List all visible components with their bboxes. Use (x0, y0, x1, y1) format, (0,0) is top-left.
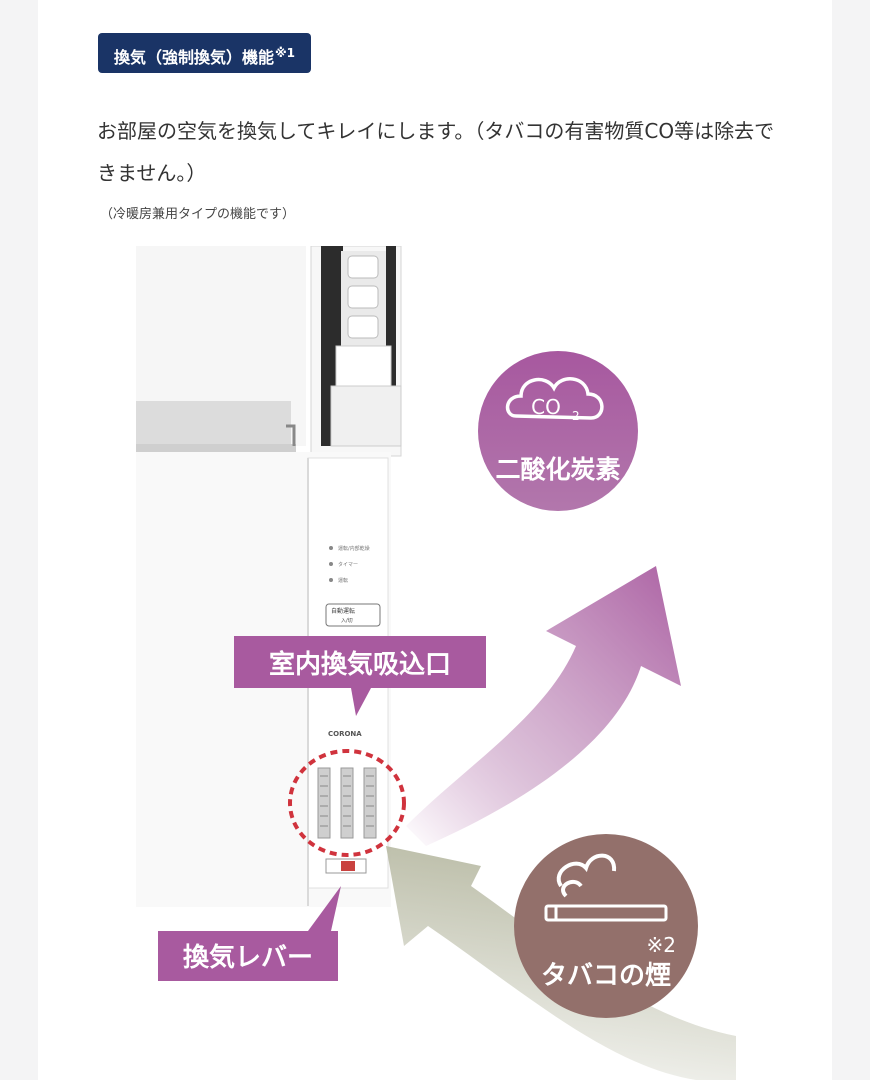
auto-button-label: 自動運転 (331, 607, 355, 615)
heading-note-mark: ※1 (275, 46, 296, 60)
heading-label: 換気（強制換気）機能 (114, 48, 275, 67)
description-text: お部屋の空気を換気してキレイにします。（タバコの有害物質CO等は除去できません。… (97, 119, 775, 185)
cigarette-icon (544, 904, 668, 922)
co2-bubble: CO 2 二酸化炭素 (478, 351, 638, 511)
ventilation-illustration: 運転/内部乾燥 タイマー 運転 自動運転 入/切 CORONA (136, 246, 736, 1080)
smoke-note-mark: ※2 (647, 933, 676, 957)
intake-vents (317, 767, 377, 839)
auto-button (325, 603, 381, 627)
smoke-bubble: ※2 タバコの煙 (514, 834, 698, 1018)
page-card: 換気（強制換気）機能※1 お部屋の空気を換気してキレイにします。（タバコの有害物… (38, 0, 832, 1080)
control-panel: 運転/内部乾燥 タイマー 運転 自動運転 入/切 (325, 545, 381, 627)
auto-button-sub: 入/切 (341, 617, 353, 624)
co2-subscript: 2 (572, 409, 580, 423)
intake-label-callout: 室内換気吸込口 (234, 636, 486, 716)
panel-item: 運転/内部乾燥 (338, 545, 370, 552)
panel-item: タイマー (338, 561, 358, 568)
intake-label: 室内換気吸込口 (269, 649, 451, 680)
panel-item: 運転 (338, 578, 348, 584)
exhaust-arrow (406, 566, 681, 846)
lever-label-callout: 換気レバー (158, 886, 341, 981)
cloud-icon (505, 377, 604, 420)
lever-label: 換気レバー (183, 942, 313, 973)
section-heading-badge: 換気（強制換気）機能※1 (98, 33, 312, 73)
brand-logo-text: CORONA (328, 730, 362, 738)
window-sill (136, 401, 291, 446)
lever-handle (341, 861, 355, 871)
co2-name: 二酸化炭素 (495, 455, 620, 484)
sub-note: （冷暖房兼用タイプの機能です） (100, 207, 296, 222)
smoke-name: タバコの煙 (541, 961, 671, 991)
co2-label: CO (531, 395, 561, 419)
smoke-icon (556, 853, 617, 888)
intake-highlight-ring (288, 749, 406, 857)
